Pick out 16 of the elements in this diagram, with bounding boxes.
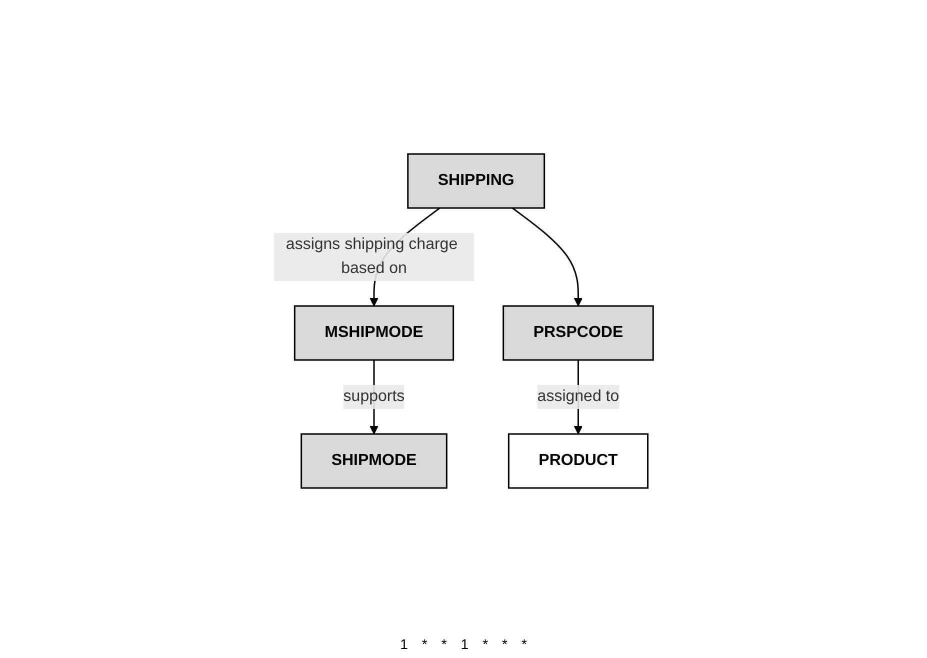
cardinality-label: *	[521, 636, 527, 652]
arrow	[512, 207, 583, 306]
cardinality-label: *	[482, 636, 488, 652]
cardinality-label: *	[441, 636, 447, 652]
edge-label: assigned to	[537, 388, 620, 405]
cardinality-label: 1	[460, 636, 469, 652]
edge-label: supports	[343, 388, 405, 405]
node-box: PRSPCODE	[502, 305, 654, 361]
node-box: SHIPPING	[407, 153, 546, 209]
cardinality-label: 1	[400, 636, 408, 652]
node-box: SHIPMODE	[300, 433, 448, 489]
edge-label: assigns shipping charge based on	[286, 236, 458, 277]
node-box: PRODUCT	[508, 433, 648, 489]
cardinality-label: *	[502, 636, 508, 652]
cardinality-label: *	[422, 636, 428, 652]
node-box: MSHIPMODE	[294, 305, 454, 361]
